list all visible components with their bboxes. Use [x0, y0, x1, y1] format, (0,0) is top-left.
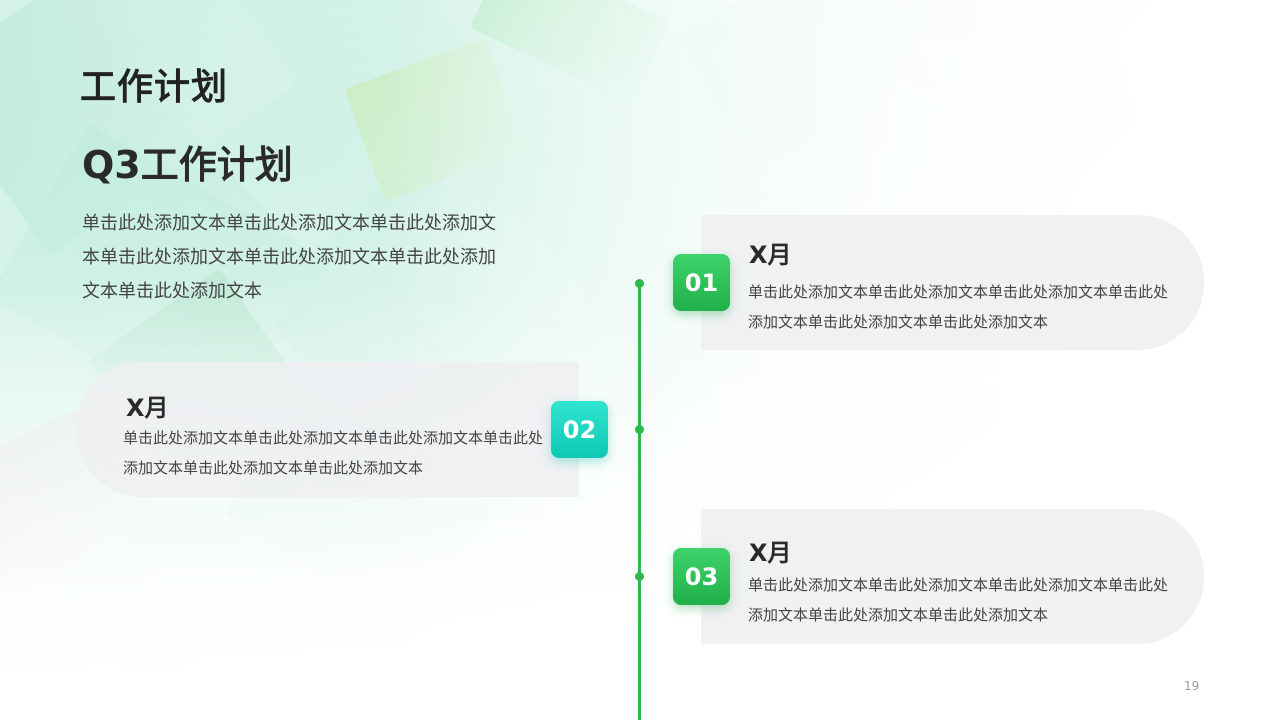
timeline-badge-02: 02	[551, 401, 608, 458]
card-month: X月	[126, 394, 169, 422]
page-title: 工作计划	[80, 67, 229, 108]
card-month: X月	[749, 241, 792, 269]
timeline-card-01: X月 单击此处添加文本单击此处添加文本单击此处添加文本单击此处添加文本单击此处添…	[701, 215, 1204, 350]
timeline-dot	[635, 572, 644, 581]
timeline-card-03: X月 单击此处添加文本单击此处添加文本单击此处添加文本单击此处添加文本单击此处添…	[701, 509, 1204, 644]
card-month: X月	[749, 539, 792, 567]
timeline-dot	[635, 425, 644, 434]
timeline-card-02: X月 单击此处添加文本单击此处添加文本单击此处添加文本单击此处添加文本单击此处添…	[76, 362, 579, 497]
card-description: 单击此处添加文本单击此处添加文本单击此处添加文本单击此处添加文本单击此处添加文本…	[123, 429, 544, 477]
intro-text: 单击此处添加文本单击此处添加文本单击此处添加文本单击此处添加文本单击此处添加文本…	[82, 213, 496, 302]
section-title: Q3工作计划	[82, 143, 293, 187]
card-description: 单击此处添加文本单击此处添加文本单击此处添加文本单击此处添加文本单击此处添加文本…	[748, 576, 1169, 624]
timeline-line	[638, 283, 641, 720]
timeline-badge-01: 01	[673, 254, 730, 311]
timeline-dot	[635, 279, 644, 288]
card-description: 单击此处添加文本单击此处添加文本单击此处添加文本单击此处添加文本单击此处添加文本…	[748, 283, 1169, 331]
page-number: 19	[1184, 679, 1200, 693]
timeline-badge-03: 03	[673, 548, 730, 605]
